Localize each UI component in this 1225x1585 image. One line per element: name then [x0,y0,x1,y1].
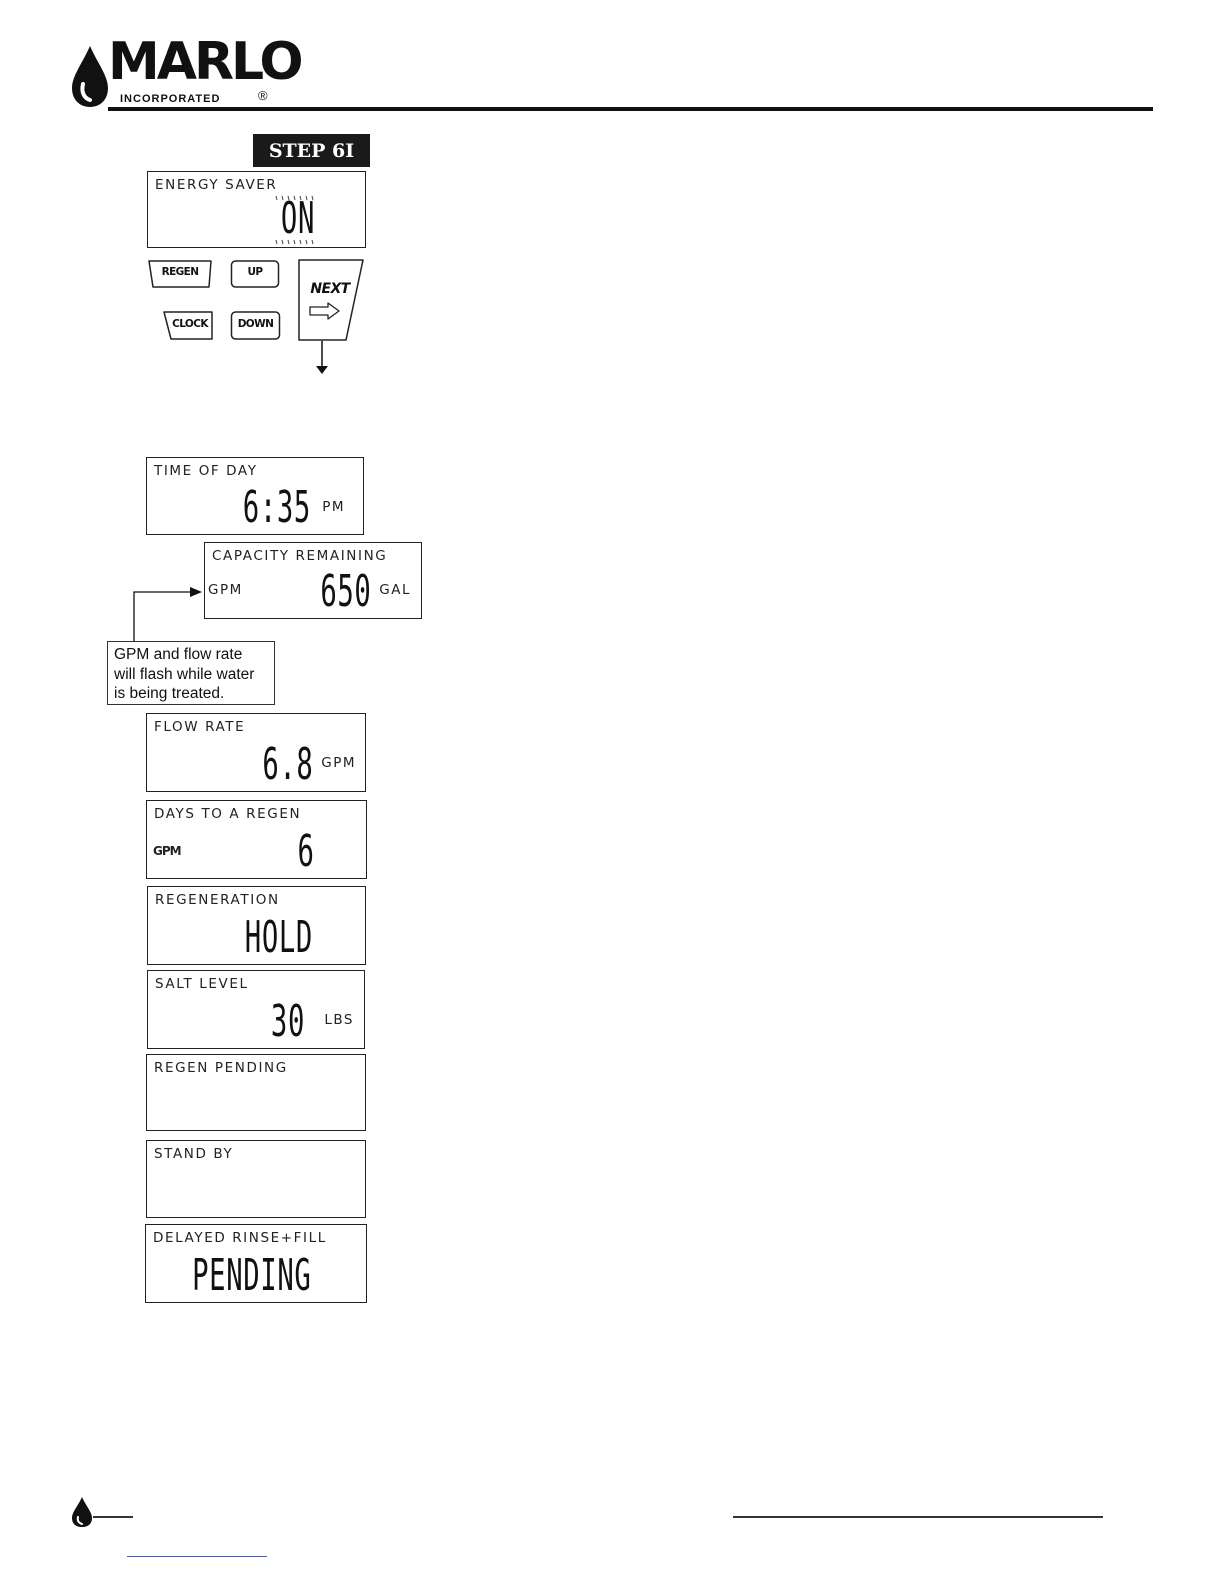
energy-saver-value: ON [280,193,315,244]
capacity-remaining-title: CAPACITY REMAINING [212,548,388,564]
delayed-rinse-fill-title: DELAYED RINSE+FILL [153,1230,327,1246]
callout-line-3: is being treated. [114,685,225,702]
energy-saver-title: ENERGY SAVER [155,177,278,193]
stand-by-screen: STAND BY [146,1140,366,1218]
days-to-regen-screen: DAYS TO A REGEN GPM 6 [146,800,367,879]
salt-level-unit: LBS [324,1012,354,1028]
salt-level-value: 30 [270,996,305,1047]
marlo-logo: MARLO INCORPORATED ® [70,36,304,114]
delayed-rinse-fill-value: PENDING [191,1250,311,1301]
capacity-remaining-unit: GAL [379,582,411,598]
time-of-day-value: 6:35 [242,482,311,533]
callout-line-1: GPM and flow rate [114,646,243,663]
regen-pending-title: REGEN PENDING [154,1060,288,1076]
down-button[interactable]: DOWN [230,309,281,342]
flow-rate-unit: GPM [321,755,356,771]
clock-button-label: CLOCK [172,318,208,330]
salt-level-title: SALT LEVEL [155,976,249,992]
flashing-indicator-icon [275,195,314,245]
footer-rule-right [733,1516,1103,1518]
arrow-right-icon [309,302,340,320]
logo-subtitle: INCORPORATED [120,93,221,105]
flow-rate-value: 6.8 [261,739,313,790]
regeneration-title: REGENERATION [155,892,280,908]
regen-button-label: REGEN [161,266,199,278]
days-to-regen-value: 6 [296,826,314,877]
callout-line-2: will flash while water [114,665,255,683]
logo-wordmark: MARLO [108,32,304,92]
flow-rate-screen: FLOW RATE 6.8 GPM [146,713,366,792]
next-button[interactable]: NEXT [296,257,366,343]
up-button-label: UP [247,266,263,278]
energy-saver-screen: ENERGY SAVER ON [147,171,366,248]
footer-drop-icon [72,1497,92,1527]
registered-mark: ® [258,88,268,103]
time-of-day-unit: PM [322,499,345,515]
water-drop-logo-icon [72,46,108,107]
next-button-label: NEXT [310,281,350,297]
step-label: STEP 6I [253,134,370,167]
capacity-remaining-screen: CAPACITY REMAINING GPM 650 GAL [204,542,422,619]
flow-rate-title: FLOW RATE [154,719,246,735]
days-to-regen-title: DAYS TO A REGEN [154,806,302,822]
regen-pending-screen: REGEN PENDING [146,1054,366,1131]
footer-rule-left [93,1516,133,1518]
arrow-down-icon [316,341,328,374]
delayed-rinse-fill-screen: DELAYED RINSE+FILL PENDING [145,1224,367,1303]
time-of-day-title: TIME OF DAY [154,463,258,479]
time-of-day-screen: TIME OF DAY 6:35 PM [146,457,364,535]
header-rule [108,107,1153,111]
up-button[interactable]: UP [230,258,280,290]
regen-button[interactable]: REGEN [147,258,213,290]
flash-note-callout: GPM and flow rate will flash while water… [107,641,275,705]
down-button-label: DOWN [237,318,274,330]
capacity-remaining-value: 650 [319,566,371,617]
footer-link-underline[interactable] [127,1556,267,1557]
stand-by-title: STAND BY [154,1146,234,1162]
regeneration-screen: REGENERATION HOLD [147,886,366,965]
capacity-left-unit: GPM [208,582,243,598]
regeneration-value: HOLD [244,912,313,963]
callout-arrow-icon [133,587,202,642]
clock-button[interactable]: CLOCK [162,309,214,342]
salt-level-screen: SALT LEVEL 30 LBS [147,970,365,1049]
days-to-regen-left-unit: GPM [153,844,182,858]
